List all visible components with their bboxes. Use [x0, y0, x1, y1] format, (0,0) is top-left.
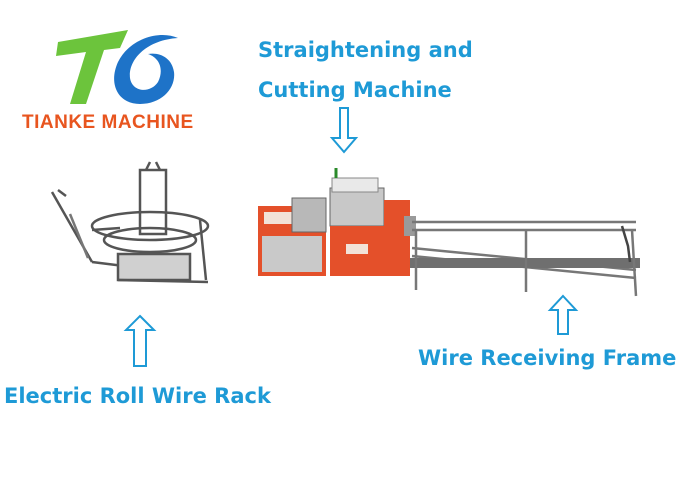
down-arrow-icon [329, 107, 359, 154]
wire-receiving-frame [410, 220, 640, 297]
roll-rack-label: Electric Roll Wire Rack [4, 384, 271, 408]
straightening-cutting-machine [258, 168, 416, 276]
up-arrow-icon [547, 294, 579, 335]
up-arrow-icon [123, 314, 157, 367]
logo-mark [56, 30, 178, 104]
label-line-2: Cutting Machine [258, 78, 452, 102]
electric-roll-wire-rack [50, 161, 210, 284]
straightening-machine-label: Straightening and Cutting Machine [258, 30, 473, 110]
label-line-1: Straightening and [258, 38, 473, 62]
receiving-frame-label: Wire Receiving Frame [418, 346, 677, 370]
brand-name: TIANKE MACHINE [22, 112, 194, 133]
